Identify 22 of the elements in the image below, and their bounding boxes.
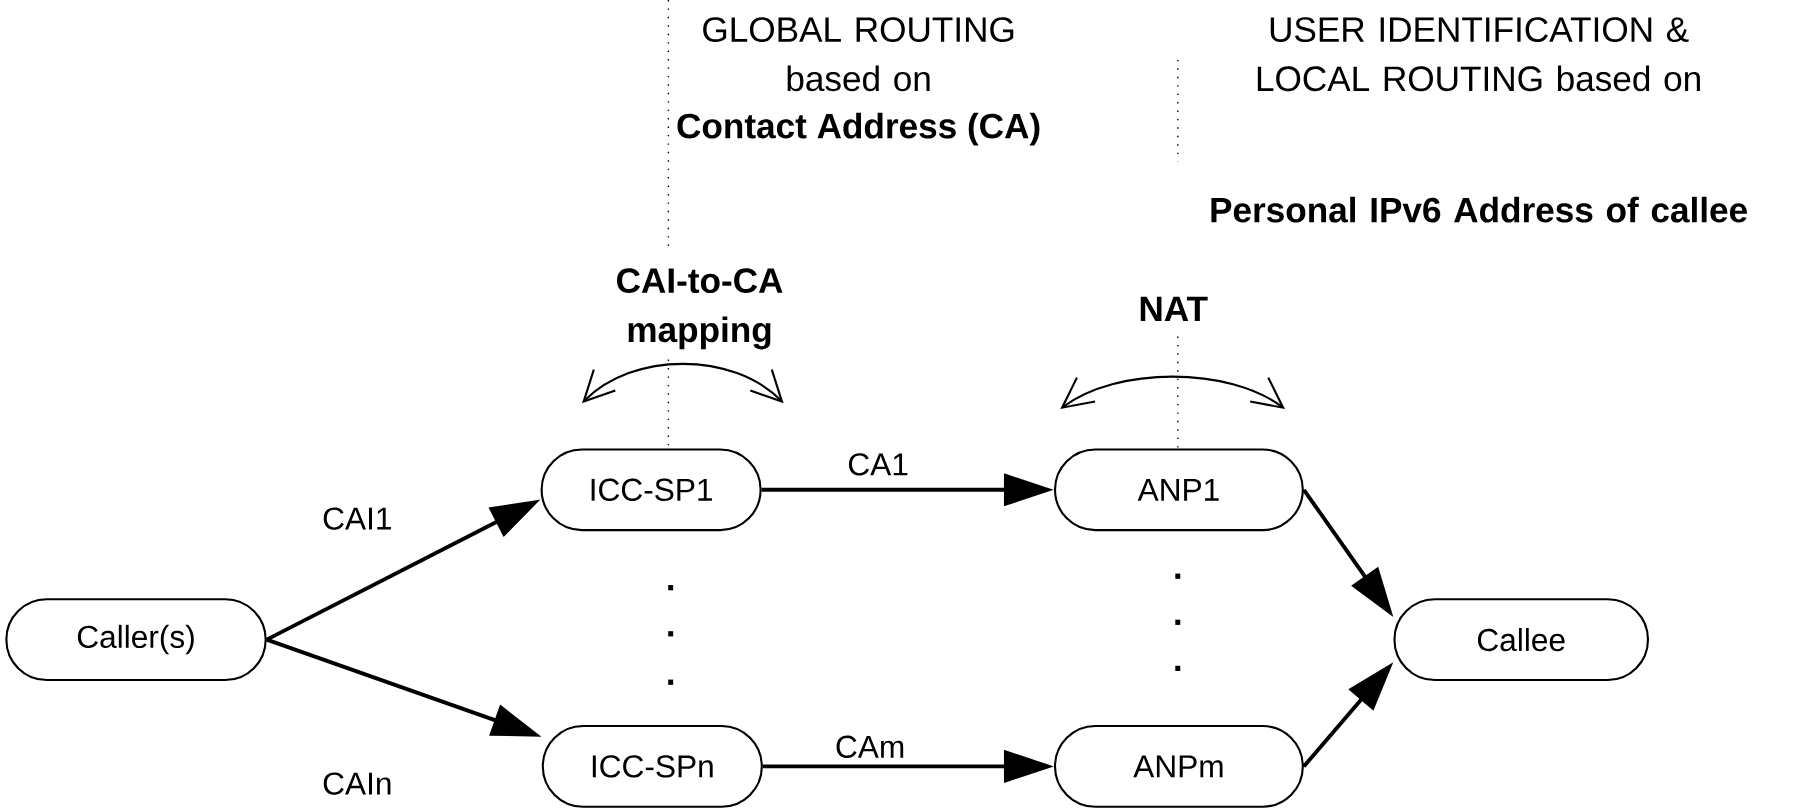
process-box: ANP1	[1053, 448, 1304, 532]
dot: .	[668, 679, 674, 685]
heading-text: CAI-to-CA mapping	[617, 268, 783, 350]
dot: .	[1175, 665, 1181, 671]
process-box: ICC-SPn	[541, 725, 763, 808]
heading-text: Personal IPv6 Address of callee	[1211, 196, 1747, 223]
edge-label: CAI1	[318, 503, 396, 534]
heading-text: GLOBAL ROUTING based on	[703, 17, 1014, 92]
dot: .	[1175, 573, 1181, 579]
dot: .	[668, 631, 674, 637]
process-box: Callee	[1393, 598, 1649, 681]
dot: .	[668, 585, 674, 591]
heading-text: USER IDENTIFICATION & LOCAL ROUTING based on	[1257, 17, 1700, 92]
edge-label: CAIn	[318, 768, 396, 799]
edge-label: CA1	[843, 449, 913, 480]
process-box: Caller(s)	[5, 598, 267, 681]
dot: .	[1175, 619, 1181, 625]
heading-text: Contact Address (CA)	[677, 112, 1040, 146]
heading-text: NAT	[1140, 296, 1208, 321]
process-box: ANPm	[1053, 725, 1304, 808]
edge-label: CAm	[831, 732, 909, 762]
process-box: ICC-SP1	[540, 448, 762, 532]
